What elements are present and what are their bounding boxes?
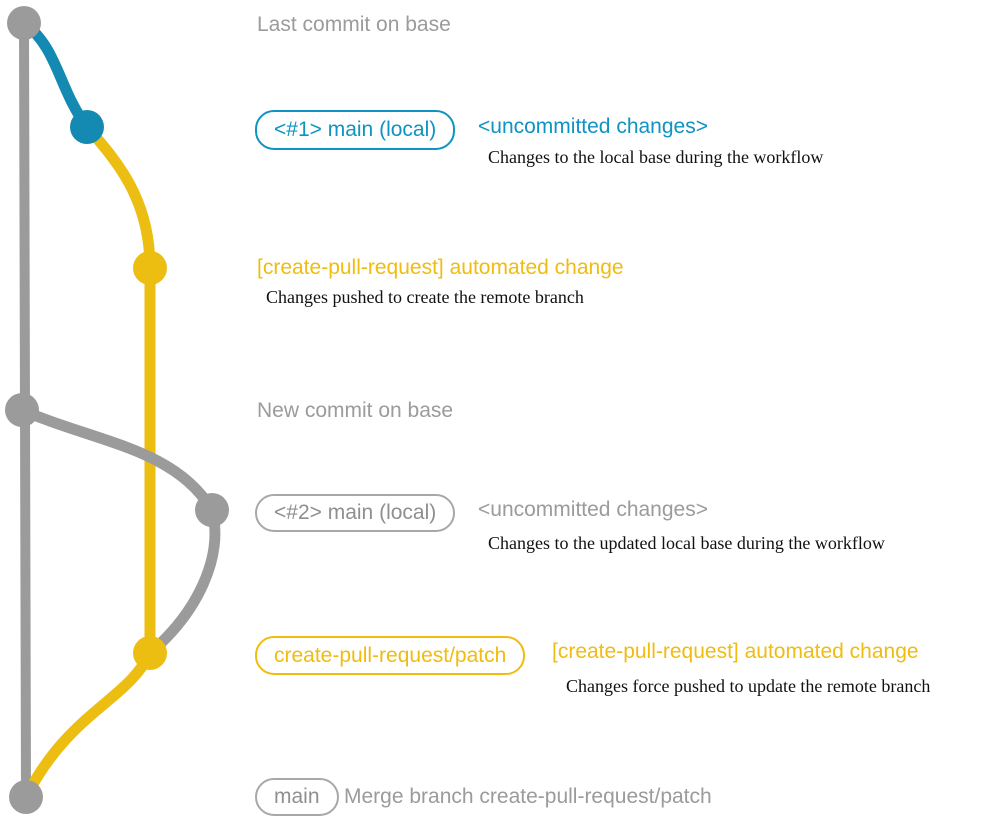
desc-changes-force-pushed: Changes force pushed to update the remot… [566, 676, 931, 696]
edge-local-uncommitted-1 [18, 17, 93, 133]
desc-updated-local-base-changes: Changes to the updated local base during… [488, 533, 885, 553]
desc-changes-pushed: Changes pushed to create the remote bran… [266, 287, 584, 307]
commit-node-last-base [7, 6, 41, 40]
branch-badge-create-pull-request-patch: create-pull-request/patch [255, 636, 526, 675]
desc-local-base-changes: Changes to the local base during the wor… [488, 147, 824, 167]
branch-badge-main: main [255, 778, 339, 816]
note-uncommitted-changes-1: <uncommitted changes> [478, 115, 708, 138]
commit-graph [5, 6, 229, 814]
note-uncommitted-changes-2: <uncommitted changes> [478, 498, 708, 521]
edge-local-uncommitted-2 [16, 404, 221, 659]
commit-message-automated-change-2: [create-pull-request] automated change [552, 640, 919, 663]
commit-message-merge-branch: Merge branch create-pull-request/patch [344, 785, 712, 808]
edge-remote-branch [21, 121, 156, 801]
commit-node-automated-change-2 [133, 636, 167, 670]
commit-node-automated-change-1 [133, 251, 167, 285]
commit-node-merge [9, 780, 43, 814]
branch-badge-main-local-1: <#1> main (local) [255, 110, 456, 150]
label-last-commit-on-base: Last commit on base [257, 13, 451, 36]
commit-message-automated-change-1: [create-pull-request] automated change [257, 256, 624, 279]
label-new-commit-on-base: New commit on base [257, 399, 454, 422]
commit-node-new-base [5, 393, 39, 427]
commit-node-main-local-1 [70, 110, 104, 144]
commit-node-main-local-2 [195, 493, 229, 527]
branch-badge-main-local-2: <#2> main (local) [255, 494, 456, 532]
